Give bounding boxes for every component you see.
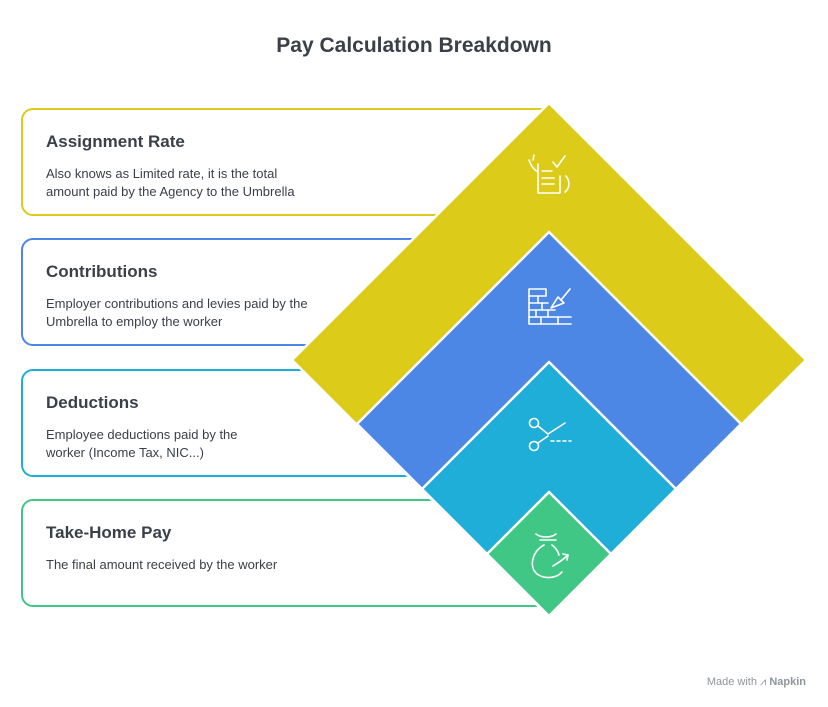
card-description: Employer contributions and levies paid b… — [46, 296, 308, 329]
scissors-cut-icon — [528, 417, 572, 452]
diamond-take-home-pay — [485, 490, 613, 618]
card-take-home-pay: Take-Home Pay The final amount received … — [21, 499, 561, 607]
napkin-logo-icon: ⩘ — [760, 676, 767, 688]
card-heading: Deductions — [46, 393, 139, 412]
card-heading: Take-Home Pay — [46, 523, 172, 542]
card-heading: Assignment Rate — [46, 132, 185, 151]
brand-name: Napkin — [769, 676, 806, 688]
card-heading: Contributions — [46, 262, 158, 281]
brick-wall-trowel-icon — [528, 288, 572, 325]
made-with-label: Made with — [706, 676, 757, 688]
money-bag-arrow-icon — [531, 533, 569, 579]
page-title: Pay Calculation Breakdown — [276, 34, 552, 57]
made-with-credit: Made with ⩘ Napkin — [707, 676, 806, 689]
card-description: The final amount received by the worker — [46, 557, 278, 572]
card-description: Employee deductions paid by the worker (… — [46, 427, 238, 460]
card-description: Also knows as Limited rate, it is the to… — [46, 166, 295, 199]
document-check-icon — [528, 154, 570, 194]
